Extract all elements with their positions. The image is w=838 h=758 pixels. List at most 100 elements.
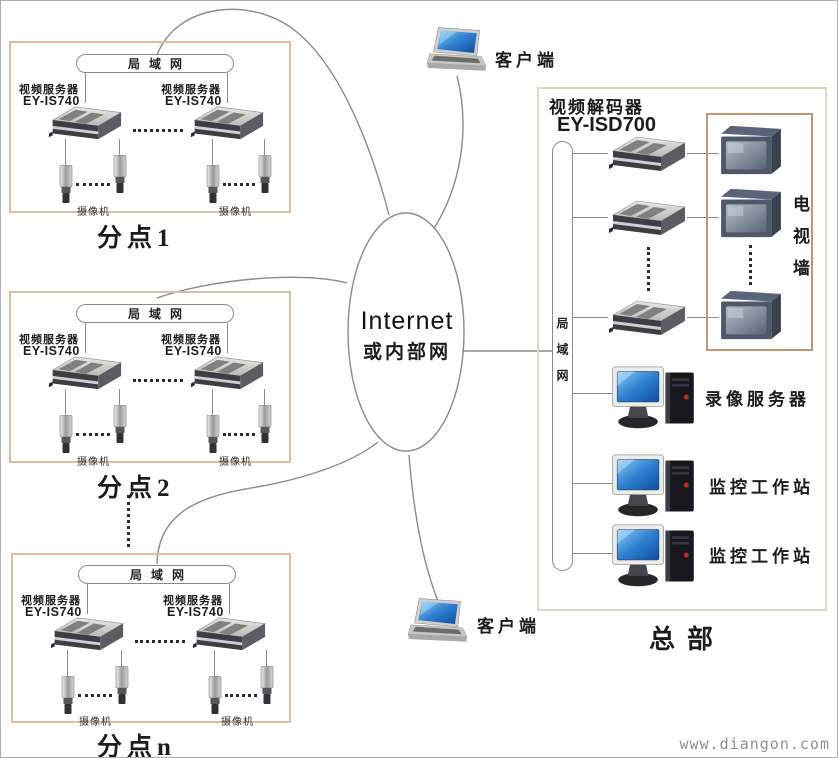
client-laptop-bottom-icon xyxy=(408,598,470,648)
camera-label: 摄像机 xyxy=(219,207,252,218)
cloud-title: Internet xyxy=(360,307,454,335)
cloud-subtitle: 或内部网 xyxy=(362,342,451,363)
site-2-box xyxy=(9,291,291,463)
site-n-name: 分点n xyxy=(97,734,176,758)
dots-separator xyxy=(749,245,752,285)
connector-line xyxy=(85,73,87,103)
camera-icon xyxy=(60,676,76,716)
connector-line xyxy=(573,483,617,485)
recording-server-icon xyxy=(611,365,701,433)
connector-line xyxy=(85,323,87,353)
server-label: 视频服务器 xyxy=(19,84,79,96)
camera-icon xyxy=(58,165,74,205)
connector-line xyxy=(119,139,121,155)
site-1-lan-pill: 局域网 xyxy=(76,54,234,73)
connector-line xyxy=(227,73,229,103)
dots-separator xyxy=(76,183,110,186)
connector-line xyxy=(229,584,231,614)
site-n-box xyxy=(11,553,291,723)
video-server-icon xyxy=(189,353,265,393)
connector-line xyxy=(573,393,617,395)
site-n-lan-pill: 局域网 xyxy=(78,565,236,584)
connector-line xyxy=(687,317,719,319)
decoder-model: EY-ISD700 xyxy=(557,114,656,136)
dots-separator xyxy=(133,129,183,132)
client-laptop-top-icon xyxy=(427,27,489,77)
video-server-icon xyxy=(191,614,267,654)
connector-line xyxy=(227,323,229,353)
connector-line xyxy=(573,217,608,219)
site-2-name: 分点2 xyxy=(97,475,175,502)
server-model: EY-IS740 xyxy=(23,344,80,358)
connector-line xyxy=(687,153,719,155)
connector-line xyxy=(573,153,608,155)
connector-line xyxy=(214,650,216,676)
tv-wall-box xyxy=(706,113,813,351)
server-label: 视频服务器 xyxy=(163,595,223,607)
server-model: EY-IS740 xyxy=(25,605,82,619)
camera-icon xyxy=(207,676,223,716)
camera-icon xyxy=(257,405,273,445)
watermark: www.diangon.com xyxy=(679,735,830,753)
internet-cloud-label: Internet 或内部网 xyxy=(346,307,468,364)
camera-label: 摄像机 xyxy=(219,457,252,468)
recorder-label: 录像服务器 xyxy=(705,390,810,409)
client-bottom-label: 客户端 xyxy=(477,617,540,636)
video-server-icon xyxy=(189,103,265,143)
camera-label: 摄像机 xyxy=(77,457,110,468)
lan-label: 局域网 xyxy=(129,568,193,582)
lan-label: 局域网 xyxy=(127,307,191,321)
site-1-name: 分点1 xyxy=(97,225,175,252)
camera-label: 摄像机 xyxy=(221,717,254,728)
dots-separator xyxy=(76,433,110,436)
workstation-label: 监控工作站 xyxy=(709,547,814,566)
camera-icon xyxy=(205,165,221,205)
connector-line xyxy=(687,217,719,219)
tv-monitor-icon xyxy=(718,124,784,178)
connector-line xyxy=(65,139,67,165)
server-label: 视频服务器 xyxy=(21,595,81,607)
connector-line xyxy=(65,389,67,415)
link-clientbottom-cloud xyxy=(408,454,439,602)
dots-separator xyxy=(78,694,112,697)
connector-line xyxy=(119,389,121,405)
tv-wall-label: 电视墙 xyxy=(790,195,809,291)
camera-icon xyxy=(259,666,275,706)
video-server-icon xyxy=(47,353,123,393)
video-decoder-icon xyxy=(606,133,688,175)
site-1: 局域网 视频服务器 EY-IS740 视频服务器 EY-IS740 摄像机 摄像… xyxy=(9,41,291,256)
connector-line xyxy=(264,389,266,405)
site-2-lan-pill: 局域网 xyxy=(76,304,234,323)
connector-line xyxy=(573,317,608,319)
server-model: EY-IS740 xyxy=(165,344,222,358)
video-server-icon xyxy=(47,103,123,143)
server-model: EY-IS740 xyxy=(167,605,224,619)
dots-separator xyxy=(225,694,257,697)
connector-line xyxy=(67,650,69,676)
connector-line xyxy=(87,584,89,614)
site-2: 局域网 视频服务器 EY-IS740 视频服务器 EY-IS740 摄像机 摄像… xyxy=(9,291,291,506)
connector-line xyxy=(266,650,268,666)
workstation-icon xyxy=(611,453,701,521)
workstation-label: 监控工作站 xyxy=(709,478,814,497)
connector-line xyxy=(573,553,617,555)
client-top-label: 客户端 xyxy=(495,51,558,70)
lan-label: 局域网 xyxy=(127,57,191,71)
connector-line xyxy=(121,650,123,666)
workstation-icon xyxy=(611,523,701,591)
camera-label: 摄像机 xyxy=(79,717,112,728)
server-label: 视频服务器 xyxy=(19,334,79,346)
link-clienttop-cloud xyxy=(430,75,464,234)
connector-line xyxy=(212,389,214,415)
dots-separator xyxy=(135,640,185,643)
server-model: EY-IS740 xyxy=(23,94,80,108)
camera-icon xyxy=(257,155,273,195)
hq-lan-pill: 局域网 xyxy=(552,141,573,571)
server-label: 视频服务器 xyxy=(161,334,221,346)
tv-monitor-icon xyxy=(718,187,784,241)
hq-lan-label: 局域网 xyxy=(555,317,569,395)
camera-icon xyxy=(58,415,74,455)
camera-icon xyxy=(112,405,128,445)
camera-icon xyxy=(205,415,221,455)
